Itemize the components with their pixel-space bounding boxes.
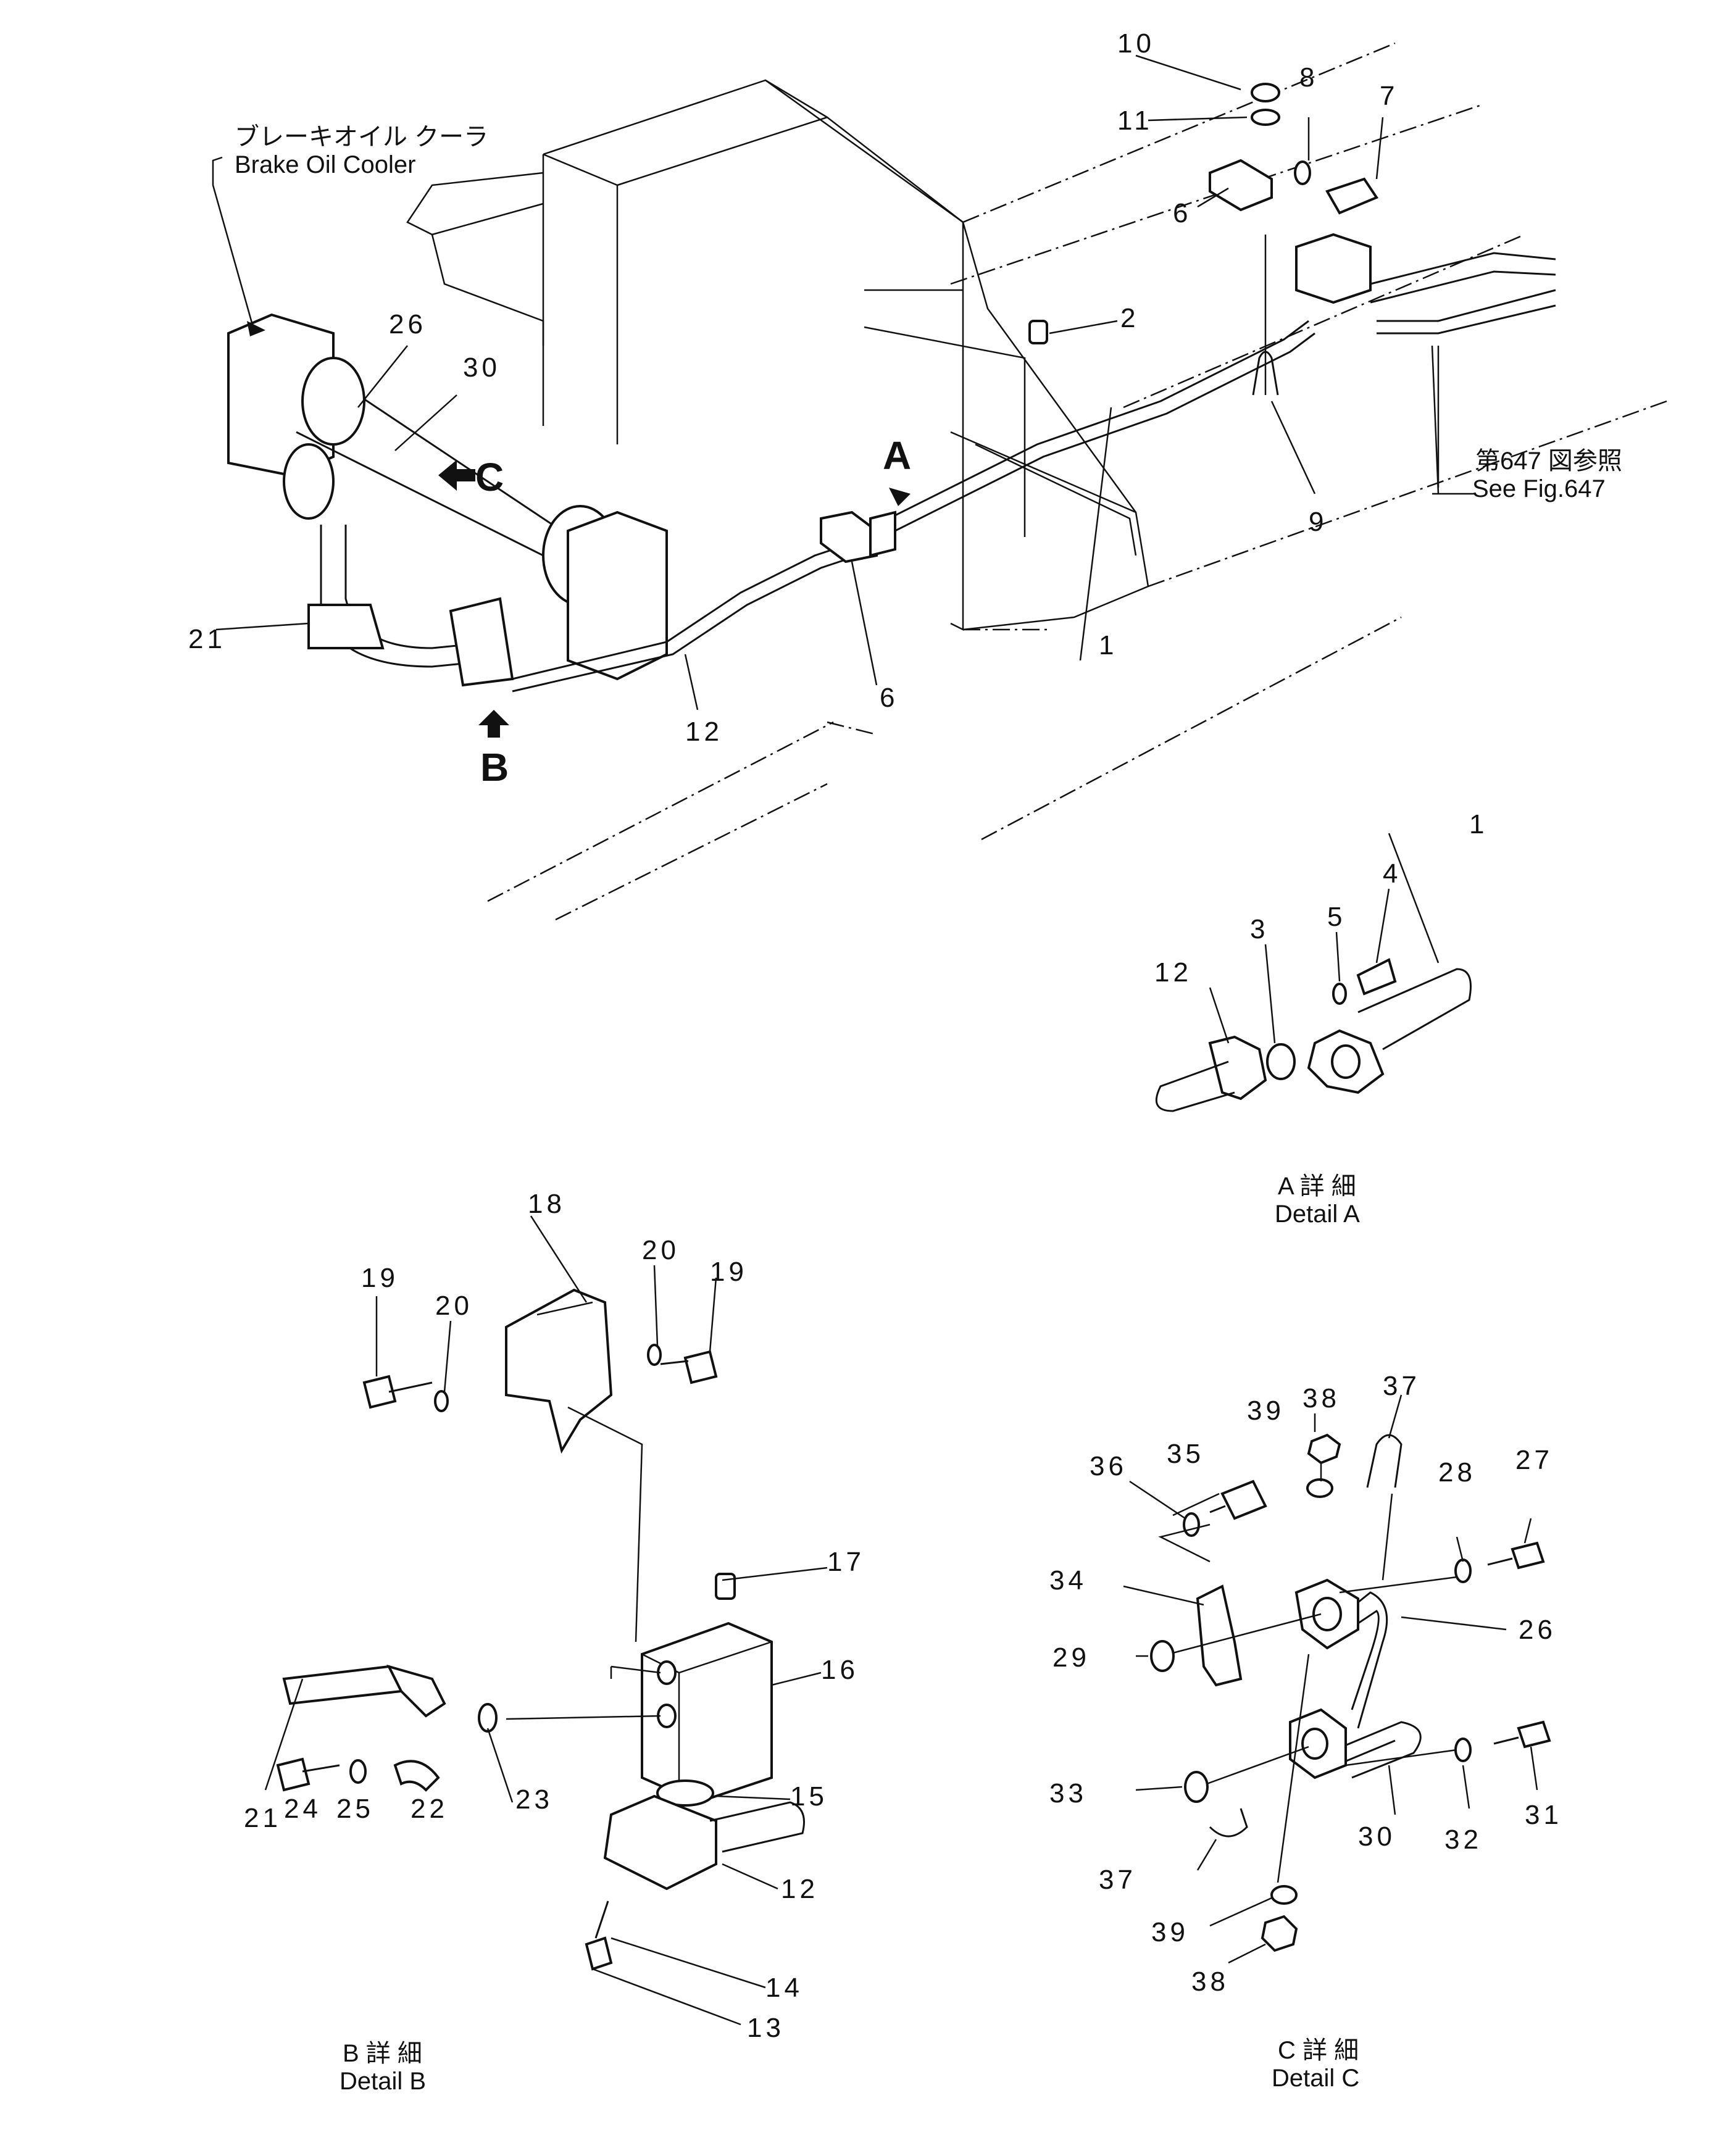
callout: 20 [435, 1291, 473, 1321]
detail-c-callouts: 36 35 39 38 37 28 27 34 26 29 33 30 32 3… [1049, 1371, 1562, 1997]
callout: 36 [1090, 1451, 1127, 1481]
callout: 18 [528, 1189, 565, 1219]
callout: 38 [1191, 1967, 1229, 1997]
callout: 26 [1519, 1615, 1556, 1645]
reference-en: See Fig.647 [1472, 475, 1606, 502]
title-jp: ブレーキオイル クーラ [235, 123, 488, 151]
callout: 39 [1151, 1917, 1189, 1947]
main-assembly-drawing [212, 42, 1667, 921]
callout: 30 [1358, 1821, 1396, 1852]
callout: 15 [790, 1781, 828, 1812]
detail-a-callouts: 4 5 3 12 1 [1154, 809, 1488, 988]
callout: 39 [1247, 1396, 1285, 1426]
callout: 3 [1250, 914, 1269, 944]
callout: 31 [1525, 1800, 1562, 1830]
detail-c-title-jp: C 詳 細 [1278, 2037, 1359, 2064]
callout: 6 [880, 683, 898, 713]
callout: 12 [781, 1874, 819, 1904]
detail-b-drawing [264, 1215, 828, 2026]
callout: 30 [463, 352, 501, 383]
detail-a-title-en: Detail A [1275, 1201, 1360, 1228]
callout: 37 [1383, 1371, 1420, 1401]
callout: 2 [1120, 303, 1139, 333]
detail-a-drawing [1155, 833, 1472, 1112]
callout: 4 [1383, 859, 1401, 889]
callout: 23 [515, 1784, 553, 1815]
detail-c-title-en: Detail C [1272, 2065, 1359, 2092]
view-arrow-a: A [883, 433, 911, 506]
callout: 33 [1049, 1778, 1087, 1808]
callout: 21 [244, 1803, 281, 1833]
callout: 26 [389, 309, 427, 339]
callout: 11 [1117, 106, 1153, 136]
callout: 5 [1327, 902, 1346, 932]
callout: 8 [1299, 62, 1318, 93]
detail-a-title-jp: A 詳 細 [1278, 1173, 1356, 1200]
view-arrow-b: B [478, 710, 509, 789]
callout: 1 [1099, 630, 1117, 660]
callout: 38 [1302, 1383, 1340, 1413]
view-label-b: B [480, 745, 509, 789]
callout: 7 [1380, 81, 1398, 111]
callout: 19 [710, 1257, 748, 1287]
callout: 29 [1052, 1642, 1090, 1673]
callout: 20 [642, 1235, 680, 1265]
detail-c-drawing [1123, 1394, 1551, 1964]
callout: 22 [411, 1794, 448, 1824]
callout: 27 [1515, 1445, 1553, 1475]
callout: 37 [1099, 1865, 1136, 1895]
callout: 34 [1049, 1565, 1087, 1596]
view-arrow-c: C [438, 455, 504, 499]
detail-b-callouts: 18 20 19 19 20 17 16 15 21 24 25 22 23 1… [244, 1189, 865, 2043]
callout: 17 [827, 1547, 865, 1577]
callout: 13 [747, 2013, 785, 2043]
callout: 19 [361, 1263, 399, 1293]
callout: 12 [1154, 957, 1192, 988]
callout: 32 [1444, 1825, 1482, 1855]
callout: 10 [1117, 28, 1155, 59]
detail-b-title-jp: B 詳 細 [343, 2040, 422, 2067]
callout: 12 [685, 717, 723, 747]
callout: 21 [188, 624, 226, 654]
callout: 9 [1309, 507, 1327, 537]
reference-jp: 第647 図参照 [1475, 447, 1622, 475]
view-label-a: A [883, 433, 911, 478]
callout: 28 [1438, 1457, 1476, 1488]
callout: 35 [1167, 1439, 1204, 1469]
main-callouts: 10 11 8 7 6 2 9 26 30 21 12 6 1 [188, 28, 1398, 747]
callout: 6 [1173, 198, 1191, 228]
title-en: Brake Oil Cooler [235, 151, 415, 178]
callout: 24 [284, 1794, 322, 1824]
callout: 25 [336, 1794, 374, 1824]
callout: 1 [1469, 809, 1488, 839]
callout: 16 [821, 1655, 859, 1685]
callout: 14 [765, 1973, 803, 2003]
view-label-c: C [475, 455, 504, 499]
detail-b-title-en: Detail B [340, 2068, 426, 2095]
